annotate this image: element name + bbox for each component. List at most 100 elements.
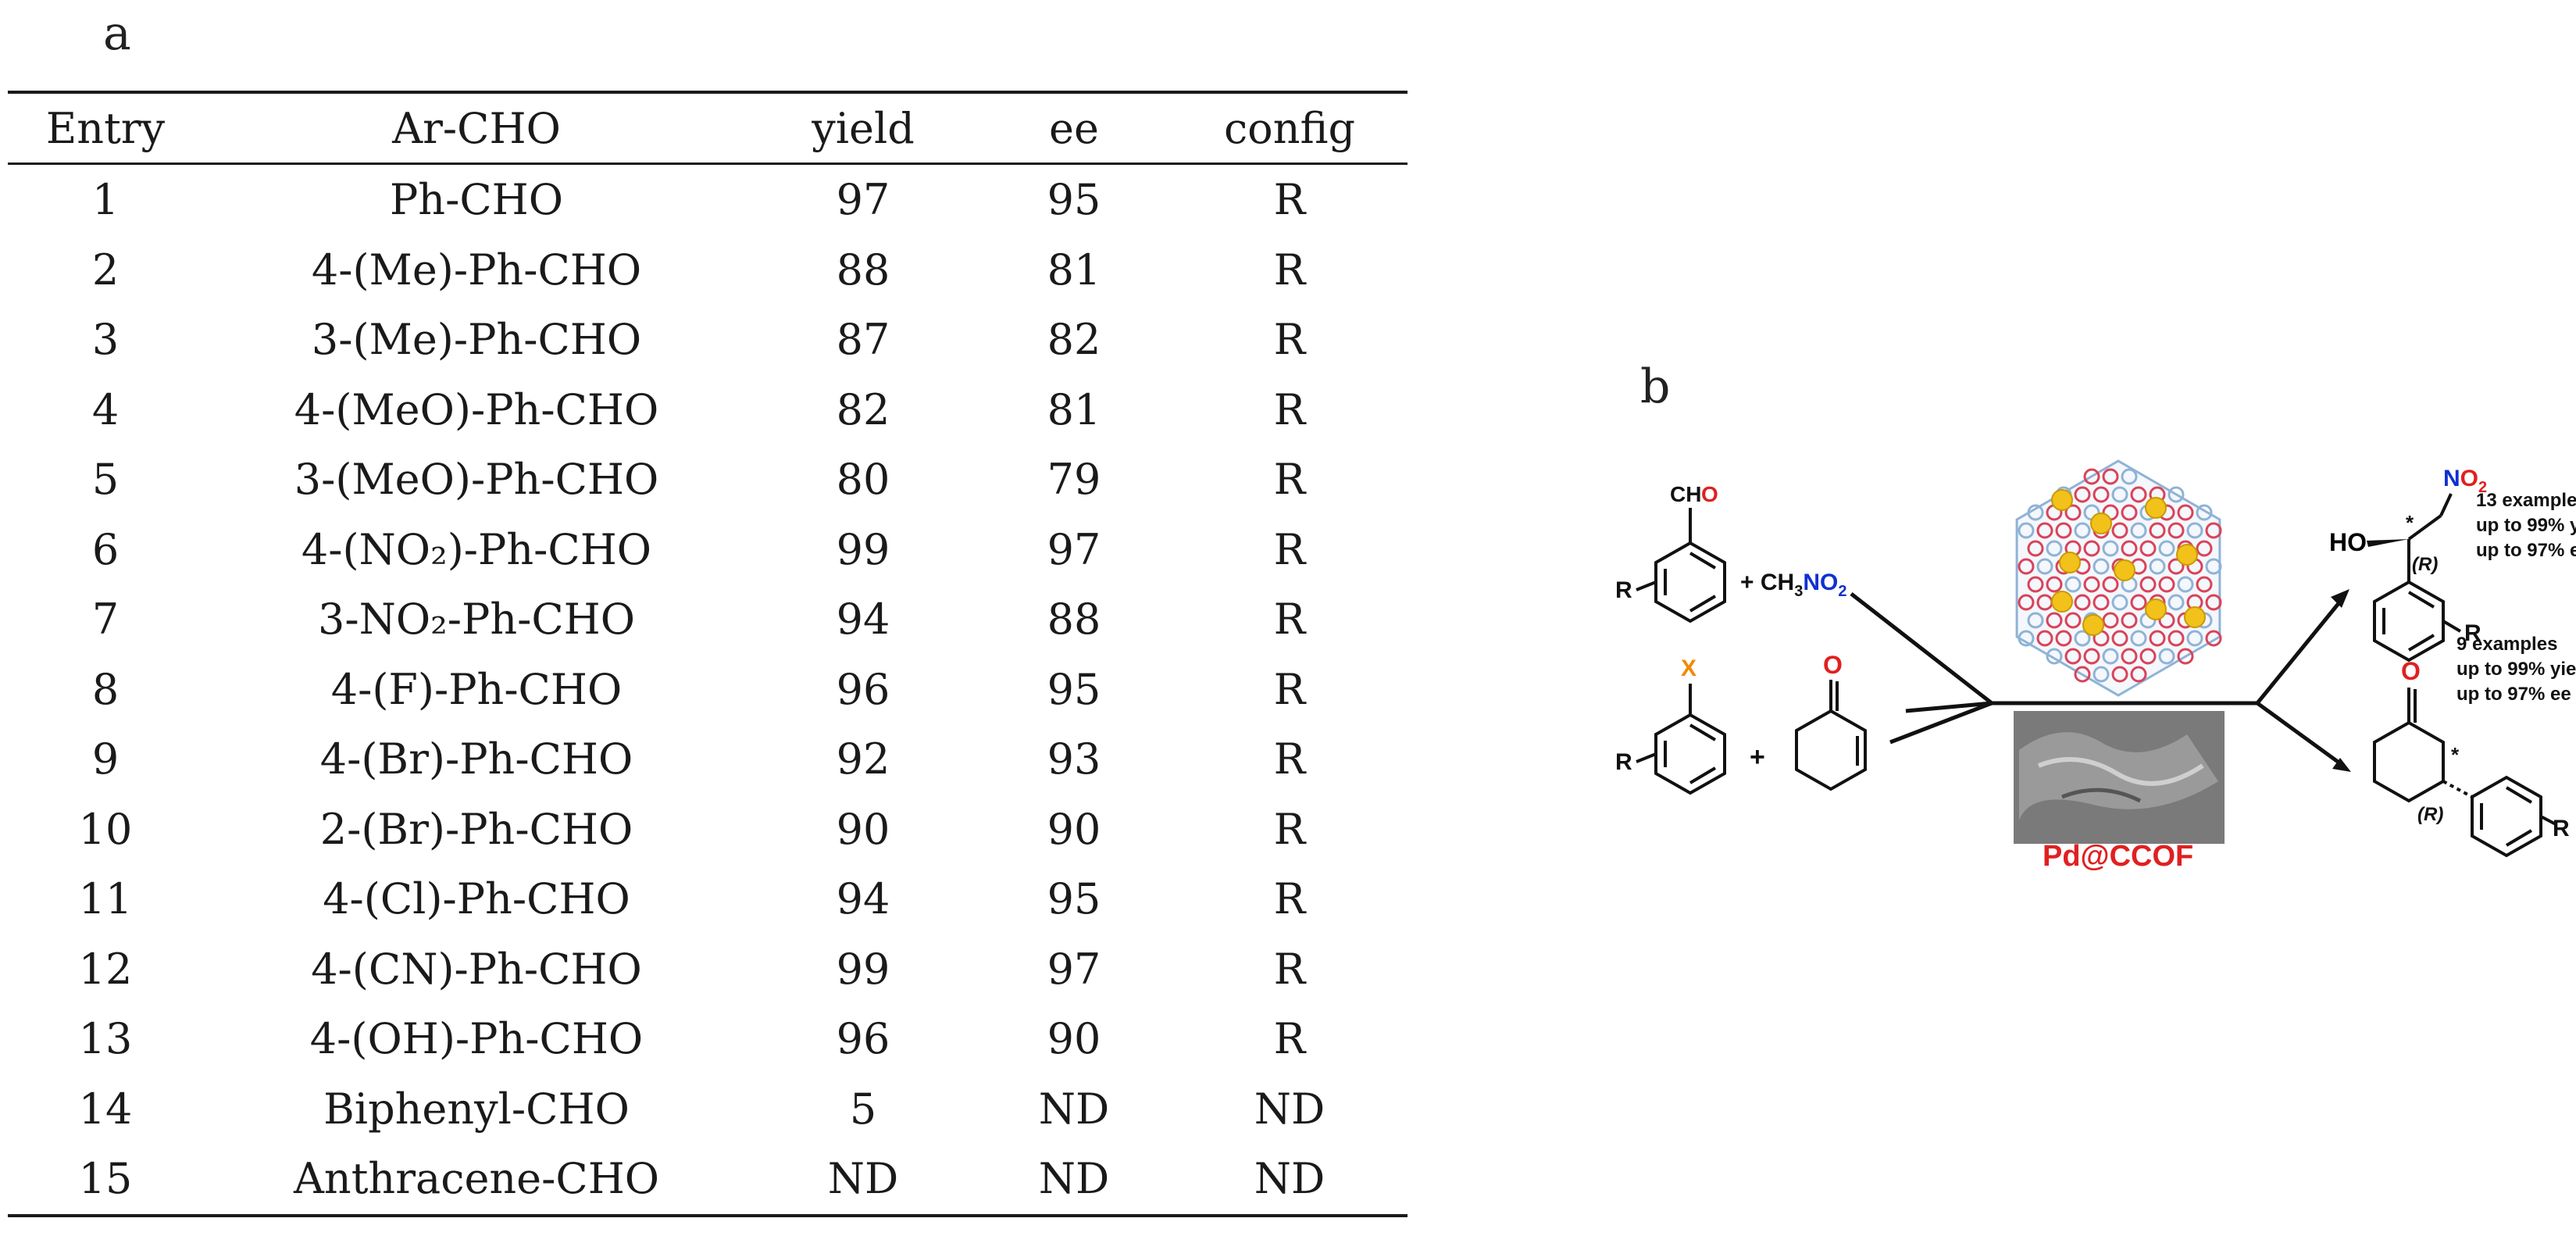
framework-ring [2036, 522, 2053, 539]
cell-config: ND [1254, 1154, 1325, 1204]
product1-note-3: up to 97% ee [2476, 540, 2576, 561]
cell-ar-cho: 4-(NO₂)-Ph-CHO [301, 524, 652, 574]
product1-no2-label: NO2 [2443, 466, 2487, 496]
cell-ee: 97 [1047, 524, 1101, 574]
framework-ring [2046, 576, 2063, 593]
cell-ar-cho: 4-(OH)-Ph-CHO [309, 1014, 644, 1064]
ccof-framework-image [2015, 459, 2222, 697]
cell-ee: 93 [1047, 734, 1101, 784]
framework-ring [2064, 576, 2082, 593]
product1-ho-label: HO [2329, 528, 2367, 556]
framework-ring [2121, 540, 2138, 557]
cell-ar-cho: 3-NO₂-Ph-CHO [317, 595, 636, 645]
pd-nanoparticle [2114, 559, 2135, 581]
ketone-o-label: O [1823, 651, 1843, 679]
product1-note-2: up to 99% yield [2476, 515, 2576, 536]
pd-nanoparticle [2184, 606, 2206, 628]
wedge-bond [2367, 539, 2409, 547]
panel-label-a: a [103, 6, 131, 61]
cell-yield: 92 [836, 734, 890, 784]
framework-ring [2121, 468, 2138, 485]
r-group-label-4: R [2553, 816, 2570, 841]
framework-ring [2196, 540, 2213, 557]
product2-o-label: O [2401, 657, 2421, 685]
product2-note-2: up to 99% yield [2456, 659, 2576, 680]
cell-config: R [1273, 734, 1306, 784]
cell-entry: 1 [91, 175, 120, 225]
framework-ring [2167, 558, 2185, 575]
arylcyclohexanone-product [2373, 688, 2556, 858]
framework-ring [2074, 594, 2091, 611]
r-group-label-1: R [1615, 577, 1632, 603]
cell-yield: 82 [836, 384, 890, 434]
framework-ring [2027, 612, 2044, 629]
framework-ring [2167, 630, 2185, 647]
framework-ring [2186, 522, 2203, 539]
cell-config: R [1273, 664, 1306, 714]
framework-ring [2186, 630, 2203, 647]
product1-note-1: 13 examples [2476, 490, 2576, 511]
framework-ring [2046, 612, 2063, 629]
framework-ring [2177, 576, 2194, 593]
scheme-canvas: CH O R + CH3NO2 X R + O [1615, 459, 2576, 873]
framework-ring [2074, 630, 2091, 647]
framework-ring [2130, 666, 2147, 683]
framework-ring [2027, 576, 2044, 593]
bond-to-no2 [2439, 493, 2453, 516]
pd-nanoparticle [2051, 591, 2073, 613]
reaction-scheme: CH O R + CH3NO2 X R + O [1593, 453, 2576, 875]
framework-ring [2149, 630, 2166, 647]
cell-ar-cho: 3-(MeO)-Ph-CHO [294, 455, 659, 505]
pd-nanoparticle [2176, 544, 2198, 566]
framework-ring [2158, 576, 2175, 593]
framework-ring [2167, 486, 2185, 503]
cell-ee: 81 [1047, 384, 1101, 434]
framework-ring [2083, 648, 2100, 665]
reaction-arrows [1850, 592, 2345, 768]
cell-config: R [1273, 455, 1306, 505]
cell-entry: 8 [91, 664, 120, 714]
header-ar-cho: Ar-CHO [392, 103, 561, 153]
cell-config: R [1273, 315, 1306, 365]
halide-x-label: X [1681, 656, 1697, 681]
product1-star: * [2406, 511, 2414, 534]
framework-ring [2093, 594, 2110, 611]
framework-ring [2018, 594, 2035, 611]
framework-ring [2139, 648, 2157, 665]
r-group-label-3: R [2464, 620, 2481, 646]
framework-ring [2205, 522, 2222, 539]
table-header-row: Entry Ar-CHO yield ee config [8, 94, 1408, 164]
product2-note-1: 9 examples [2456, 634, 2557, 655]
cell-yield: 94 [836, 874, 890, 924]
cell-entry: 7 [91, 595, 120, 645]
cell-ee: 79 [1047, 455, 1101, 505]
cell-entry: 2 [91, 245, 120, 295]
framework-ring [2036, 558, 2053, 575]
framework-ring [2158, 540, 2175, 557]
pd-nanoparticle [2059, 552, 2081, 573]
aryl-halide-structure [1636, 684, 1726, 795]
framework-ring [2139, 576, 2157, 593]
pd-nanoparticle [2145, 598, 2167, 620]
framework-ring [2102, 612, 2119, 629]
framework-ring [2064, 504, 2082, 521]
cell-ee: ND [1038, 1154, 1110, 1204]
cell-ee: 95 [1047, 175, 1101, 225]
cell-ar-cho: 2-(Br)-Ph-CHO [319, 804, 633, 854]
cell-ee: 95 [1047, 874, 1101, 924]
framework-ring [2205, 558, 2222, 575]
framework-ring [2093, 558, 2110, 575]
cell-yield: 90 [836, 804, 890, 854]
framework-ring [2130, 630, 2147, 647]
framework-ring [2139, 540, 2157, 557]
